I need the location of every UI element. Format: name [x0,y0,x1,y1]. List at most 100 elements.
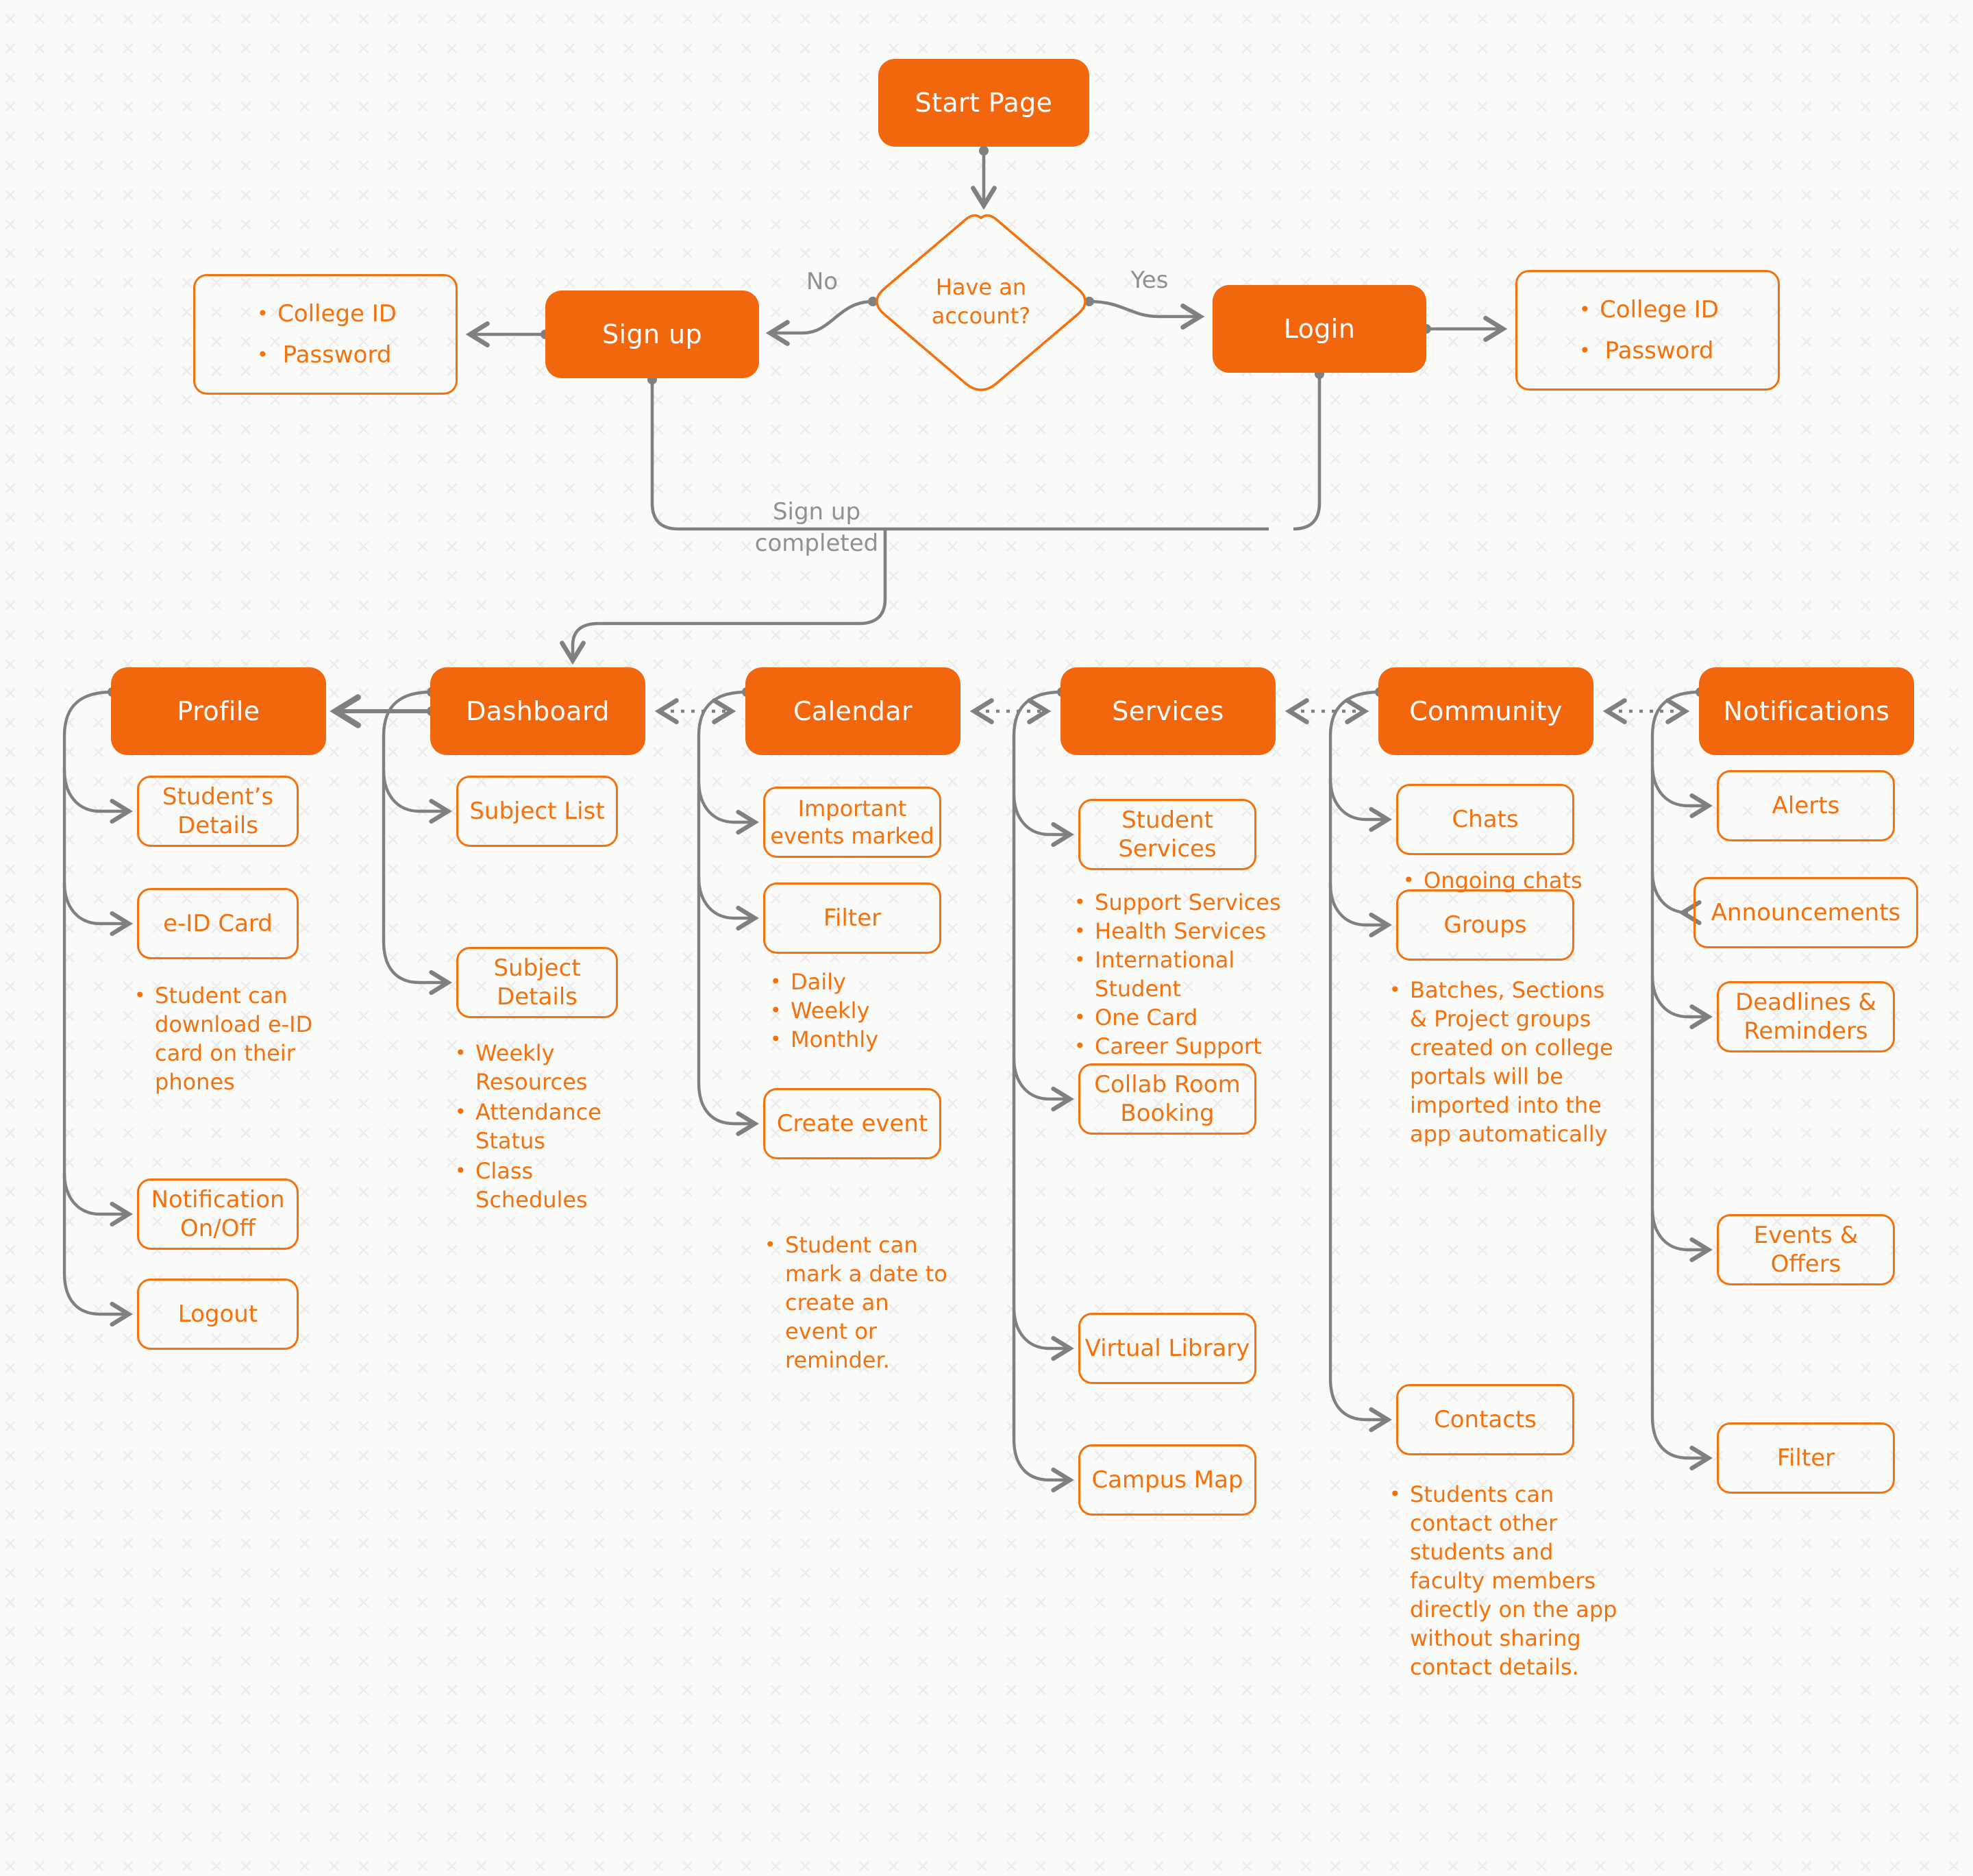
contacts-label: Contacts [1434,1406,1537,1433]
note-item: Batches, Sections & Project groups creat… [1387,976,1620,1148]
note-item: Students can contact other students and … [1387,1480,1620,1681]
profile-header-label: Profile [177,696,260,726]
students-details-label: Student’s Details [162,783,274,839]
notification-on-off-label: Notification On/Off [151,1186,285,1242]
section-header-profile[interactable]: Profile [111,667,326,755]
sign-up-label: Sign up [602,319,702,349]
deadlines-reminders-label: Deadlines & Reminders [1735,989,1876,1045]
logout-label: Logout [177,1300,258,1328]
section-header-calendar[interactable]: Calendar [745,667,960,755]
node-announcements[interactable]: Announcements [1693,877,1918,948]
subject-details-label: Subject Details [493,954,581,1011]
node-events-offers[interactable]: Events & Offers [1717,1214,1895,1285]
student-services-list: Support Services Health Services Interna… [1071,888,1293,1061]
collab-room-booking-label: Collab Room Booking [1094,1071,1241,1127]
node-subject-list[interactable]: Subject List [456,776,618,847]
yes-label: Yes [1130,267,1169,294]
decision-label: Have an account? [931,274,1031,329]
node-campus-map[interactable]: Campus Map [1078,1444,1256,1516]
section-header-services[interactable]: Services [1060,667,1276,755]
node-student-services[interactable]: Student Services [1078,799,1256,870]
section-header-notifications[interactable]: Notifications [1699,667,1914,755]
note-item: Health Services [1071,917,1293,946]
arrow-into-dashboard [560,529,887,665]
node-alerts[interactable]: Alerts [1717,770,1895,841]
alerts-label: Alerts [1772,792,1840,819]
login-requirements-box[interactable]: College ID Password [1515,270,1780,391]
signup-requirements-list: College ID Password [254,293,397,375]
note-item: Support Services [1071,888,1293,917]
column-spines [62,687,1713,1493]
node-login[interactable]: Login [1213,285,1426,373]
student-services-label: Student Services [1118,806,1217,863]
arrow-yes-to-login [1089,299,1205,330]
eid-card-label: e-ID Card [163,910,273,937]
section-header-dashboard[interactable]: Dashboard [430,667,645,755]
note-item: Career Support [1071,1032,1293,1061]
create-event-note: Student can mark a date to create an eve… [762,1231,951,1374]
wire-login-down [1293,374,1321,531]
eid-card-note: Student can download e-ID card on their … [132,981,315,1096]
note-item: Daily [767,967,932,996]
chats-note: Ongoing chats [1400,866,1592,895]
node-deadlines-reminders[interactable]: Deadlines & Reminders [1717,981,1895,1052]
calendar-filter-options: Daily Weekly Monthly [767,967,932,1054]
login-label: Login [1283,314,1356,344]
note-item: Weekly [767,996,932,1025]
decision-diamond[interactable] [876,214,1087,391]
note-item: Ongoing chats [1400,866,1592,895]
calendar-header-label: Calendar [793,696,913,726]
note-item: Weekly Resources [452,1039,630,1096]
node-calendar-filter[interactable]: Filter [763,883,941,954]
node-sign-up[interactable]: Sign up [545,291,759,378]
services-header-label: Services [1112,696,1224,726]
events-offers-label: Events & Offers [1753,1222,1859,1278]
note-item: Student can mark a date to create an eve… [762,1231,951,1374]
note-item: Class Schedules [452,1157,630,1214]
node-notification-on-off[interactable]: Notification On/Off [137,1178,299,1250]
subject-details-notes: Weekly Resources Attendance Status Class… [452,1039,630,1215]
dashboard-header-label: Dashboard [466,696,610,726]
node-create-event[interactable]: Create event [763,1088,941,1159]
node-subject-details[interactable]: Subject Details [456,947,618,1018]
note-item: Monthly [767,1025,932,1054]
node-students-details[interactable]: Student’s Details [137,776,299,847]
campus-map-label: Campus Map [1091,1466,1243,1494]
node-start-page[interactable]: Start Page [878,59,1089,147]
note-item: Attendance Status [452,1098,630,1155]
requirement-item: College ID [254,293,397,334]
signup-requirements-box[interactable]: College ID Password [193,274,458,395]
requirement-item: College ID [1576,289,1719,330]
note-item: International Student [1071,946,1293,1003]
login-requirements-list: College ID Password [1576,289,1719,371]
wire-signup-completed [650,380,1269,531]
notifications-header-label: Notifications [1723,696,1890,726]
important-events-label: Important events marked [770,795,934,849]
arrow-no-to-signup [765,299,873,346]
note-item: Student can download e-ID card on their … [132,981,315,1096]
node-eid-card[interactable]: e-ID Card [137,888,299,959]
gray-connectors [330,146,1508,728]
node-virtual-library[interactable]: Virtual Library [1078,1313,1256,1384]
node-groups[interactable]: Groups [1396,889,1574,961]
requirement-item: Password [1576,330,1719,371]
node-chats[interactable]: Chats [1396,784,1574,855]
virtual-library-label: Virtual Library [1084,1335,1250,1362]
node-important-events[interactable]: Important events marked [763,787,941,858]
groups-note: Batches, Sections & Project groups creat… [1387,976,1620,1148]
node-notifications-filter[interactable]: Filter [1717,1422,1895,1494]
contacts-note: Students can contact other students and … [1387,1480,1620,1681]
calendar-filter-label: Filter [823,904,882,932]
start-page-label: Start Page [915,88,1053,118]
node-contacts[interactable]: Contacts [1396,1384,1574,1455]
section-header-community[interactable]: Community [1378,667,1593,755]
note-item: One Card [1071,1003,1293,1032]
node-logout[interactable]: Logout [137,1279,299,1350]
node-collab-room-booking[interactable]: Collab Room Booking [1078,1063,1256,1135]
chats-label: Chats [1452,806,1519,833]
community-header-label: Community [1409,696,1563,726]
notifications-filter-label: Filter [1776,1444,1835,1472]
create-event-label: Create event [776,1110,928,1137]
subject-list-label: Subject List [469,798,605,825]
